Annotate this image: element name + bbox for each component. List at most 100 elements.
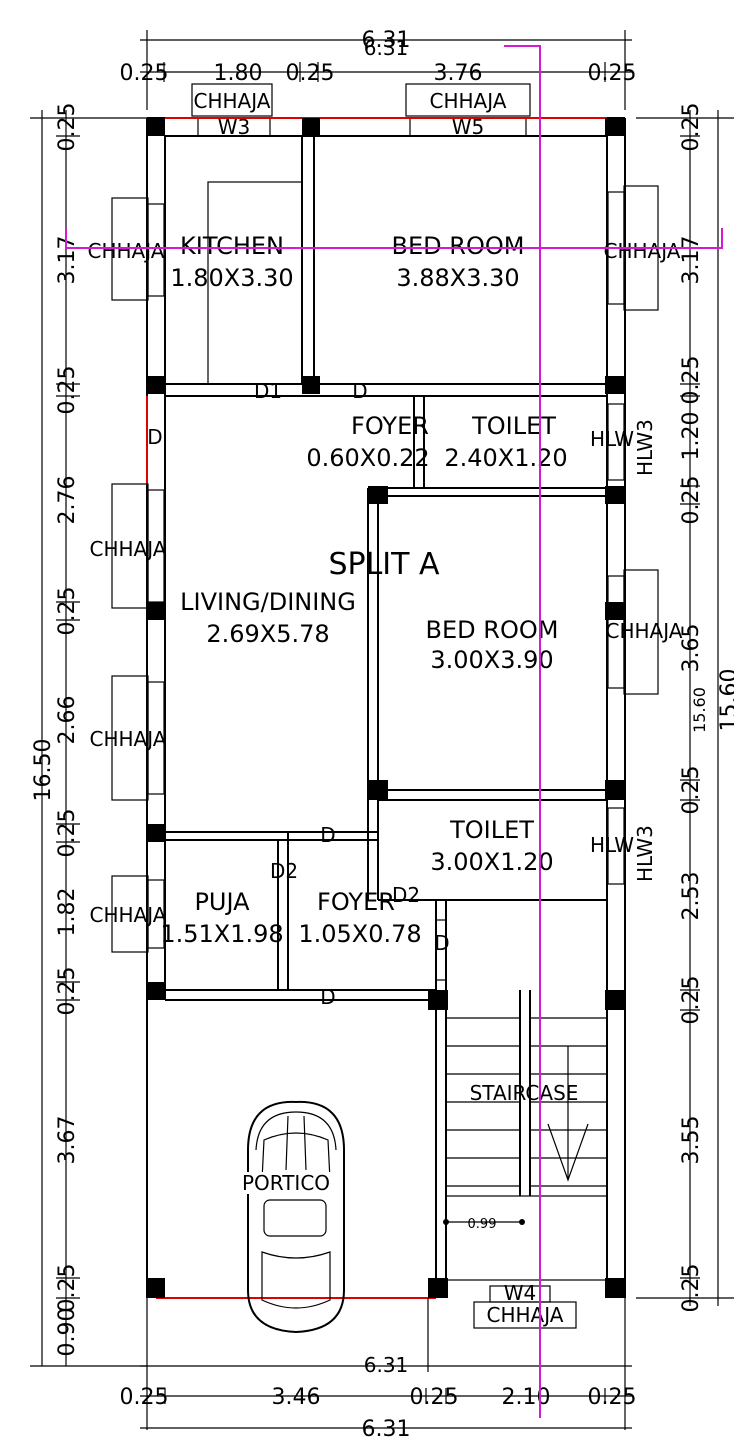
left-seg-10: 3.67 [55,1116,80,1165]
chhaja-top-left-label: CHHAJA [194,89,271,113]
bottom-seg-1: 0.25 [120,1385,169,1410]
right-seg-8: 2.53 [679,872,704,921]
left-seg-11: 0.25 [55,1264,80,1313]
right-seg-4: 1.20 [679,412,704,461]
left-seg-2: 3.17 [55,236,80,285]
split-label: SPLIT A [328,547,440,582]
right-seg-5: 0.25 [679,476,704,525]
right-seg-6: 3.65 [679,624,704,673]
top-seg-3: 0.25 [286,61,335,86]
door-d-stair: D [434,931,449,955]
door-d-portico: D [320,985,335,1009]
landing-dim: 0.99 [468,1217,497,1232]
hlw3-tag-1: HLW3 [633,419,657,476]
interior-walls [165,136,607,1298]
right-total-inner-dim: 15.60 [690,687,709,733]
chhaja-top-right-label: CHHAJA [430,89,507,113]
chhaja-left-4: CHHAJA [90,903,167,927]
puja-size: 1.51X1.98 [160,920,283,948]
puja-name: PUJA [194,888,250,916]
right-seg-7: 0.25 [679,766,704,815]
living-size: 2.69X5.78 [206,620,329,648]
right-seg-11: 0.25 [679,1264,704,1313]
portico-label: PORTICO [242,1171,330,1195]
right-seg-9: 0.25 [679,976,704,1025]
right-seg-3: 0.25 [679,356,704,405]
chhaja-left-3: CHHAJA [90,727,167,751]
right-seg-2: 3.17 [679,236,704,285]
chhaja-left-2: CHHAJA [90,537,167,561]
section-cut-lines [65,45,723,1418]
kitchen-size: 1.80X3.30 [170,264,293,292]
portico-label-bg [240,1172,332,1194]
chhaja-bottom [473,1301,577,1329]
foyer1-name: FOYER [351,412,429,440]
bottom-total-inner-dim: 6.31 [364,1353,409,1377]
door-d-mid: D [320,823,335,847]
left-seg-8: 1.82 [55,888,80,937]
foyer2-name: FOYER [317,888,395,916]
top-seg-1: 0.25 [120,61,169,86]
bottom-dimension-lines [140,1298,632,1430]
toilet1-size: 2.40X1.20 [444,444,567,472]
living-name: LIVING/DINING [180,588,356,616]
bottom-total-dim: 6.31 [362,1417,411,1438]
chhaja-top-right [405,83,531,117]
bottom-seg-4: 2.10 [502,1385,551,1410]
staircase-drawing [443,990,608,1281]
left-seg-6: 2.66 [55,696,80,745]
bottom-seg-2: 3.46 [272,1385,321,1410]
bedroom2-name: BED ROOM [426,616,559,644]
door-d-top: D [352,379,367,403]
bottom-seg-3: 0.25 [410,1385,459,1410]
bedroom2-size: 3.00X3.90 [430,646,553,674]
left-seg-5: 0.25 [55,587,80,636]
left-seg-1: 0.25 [55,103,80,152]
door-d2-puja: D2 [270,859,298,883]
kitchen-name: KITCHEN [180,232,284,260]
left-seg-4: 2.76 [55,476,80,525]
bedroom1-size: 3.88X3.30 [396,264,519,292]
right-total-dim: 15.60 [717,669,734,732]
toilet1-name: TOILET [471,412,556,440]
outer-walls [146,117,626,1299]
chhaja-right-2: CHHAJA [606,619,683,643]
top-total-dim: 6.31 [362,28,411,53]
toilet2-size: 3.00X1.20 [430,848,553,876]
left-seg-9: 0.25 [55,967,80,1016]
bedroom1-name: BED ROOM [392,232,525,260]
right-seg-1: 0.25 [679,103,704,152]
chhaja-bottom-label: CHHAJA [487,1303,564,1327]
door-d1: D1 [254,379,282,403]
door-d-left: D [147,425,162,449]
side-openings [111,185,659,953]
hlw-tag-2: HLW [590,833,634,857]
left-seg-12: 0.90 [55,1308,80,1357]
foyer1-size: 0.60X0.22 [306,444,429,472]
chhaja-right-1: CHHAJA [604,239,681,263]
top-seg-4: 3.76 [434,61,483,86]
chhaja-top-left [191,83,273,117]
bottom-seg-5: 0.25 [588,1385,637,1410]
toilet2-name: TOILET [449,816,534,844]
right-seg-10: 3.55 [679,1116,704,1165]
chhaja-left-1: CHHAJA [88,239,165,263]
hlw-tag-1: HLW [590,427,634,451]
top-seg-2: 1.80 [214,61,263,86]
top-dimension-lines [140,30,632,110]
left-total-dim: 16.50 [31,739,56,802]
right-dimension-lines [636,110,734,1306]
foyer2-size: 1.05X0.78 [298,920,421,948]
hlw3-tag-2: HLW3 [633,825,657,882]
left-seg-7: 0.25 [55,809,80,858]
door-d2-foyer: D2 [392,883,420,907]
top-seg-5: 0.25 [588,61,637,86]
staircase-label: STAIRCASE [470,1081,579,1105]
columns [147,118,625,1298]
window-w4-label: W4 [504,1281,537,1305]
left-seg-3: 0.25 [55,366,80,415]
left-dimension-lines [30,110,147,1367]
top-total-ghost-dim: 6.31 [364,36,409,60]
